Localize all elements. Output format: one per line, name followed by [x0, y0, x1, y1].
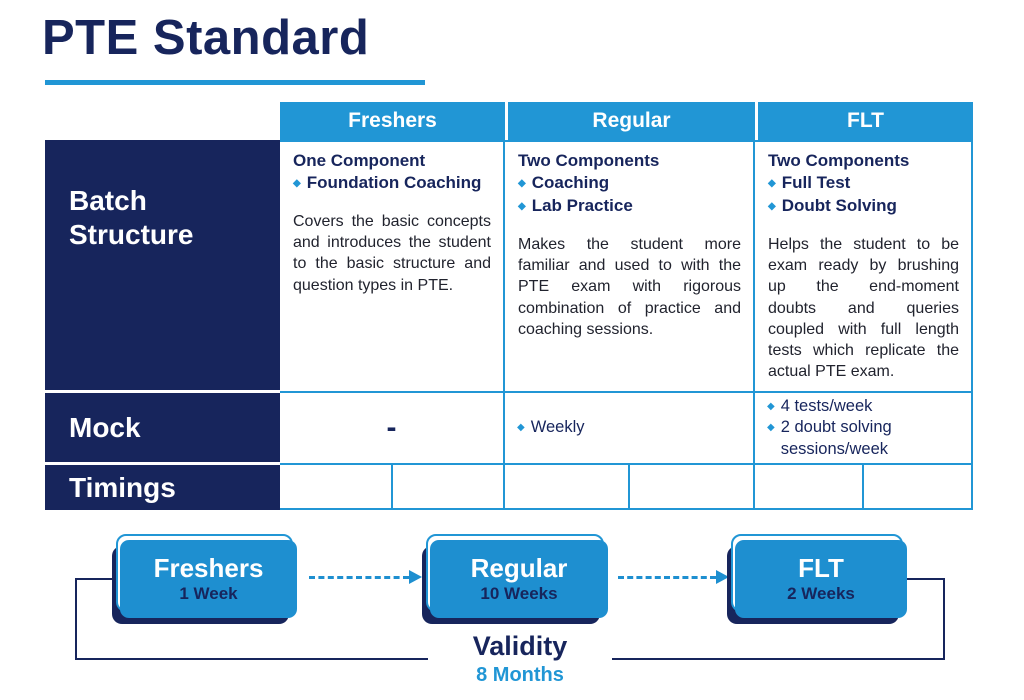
stage-duration: 2 Weeks — [787, 583, 855, 603]
validity-value: 8 Months — [476, 663, 564, 686]
bullet-text: Foundation Coaching — [306, 173, 482, 192]
bracket-stub-right — [902, 578, 945, 580]
header-spacer — [45, 102, 280, 140]
bullet-diamond-icon: ◆ — [768, 178, 776, 189]
bullet-item: ◆ Coaching — [518, 172, 741, 195]
stage-card: FLT 2 Weeks — [735, 540, 907, 618]
row-label-batch-structure: Batch Structure — [45, 140, 280, 393]
batch-cell-flt: Two Components ◆ Full Test ◆ Doubt Solvi… — [755, 140, 973, 393]
timings-slot — [280, 465, 393, 508]
bullet-diamond-icon: ◆ — [518, 178, 526, 189]
bullet-item: ◆ Full Test — [768, 172, 959, 195]
bullet-text: Doubt Solving — [781, 195, 897, 215]
batch-description: Helps the student to be exam ready by br… — [768, 235, 959, 381]
batch-cell-regular: Two Components ◆ Coaching ◆ Lab Practice… — [505, 140, 755, 393]
timings-cell-freshers — [280, 465, 505, 510]
row-label-mock: Mock — [45, 393, 280, 465]
stage-duration: 1 Week — [179, 583, 238, 603]
batch-cell-freshers: One Component ◆ Foundation Coaching Cove… — [280, 140, 505, 393]
mock-cell-flt: ◆ 4 tests/week ◆ 2 doubt solving session… — [755, 393, 973, 465]
timings-slot — [630, 465, 753, 508]
flow-arrow-head-icon — [409, 570, 422, 584]
timings-slot — [505, 465, 630, 508]
flow-arrow-line — [309, 576, 409, 579]
stage-title: Regular — [470, 553, 568, 584]
bullet-text: 4 tests/week — [780, 396, 873, 415]
stage-title: Freshers — [153, 553, 264, 584]
title-underline — [45, 80, 425, 85]
stage-title: FLT — [798, 553, 844, 584]
flow-arrow-head-icon — [716, 570, 729, 584]
timings-slot — [864, 465, 971, 508]
bullet-item: ◆ Weekly — [517, 417, 741, 438]
bullet-diamond-icon: ◆ — [518, 200, 526, 212]
flow-stage-regular: Regular 10 Weeks — [422, 534, 608, 624]
timings-cell-regular — [505, 465, 755, 510]
bullet-item: ◆ 4 tests/week — [767, 396, 959, 417]
bullet-item: ◆ 2 doubt solving sessions/week — [767, 417, 959, 460]
flow-stage-flt: FLT 2 Weeks — [727, 534, 907, 624]
batch-description: Covers the basic concepts and introduces… — [293, 212, 491, 294]
column-header-freshers: Freshers — [280, 102, 505, 140]
bullet-item: ◆ Foundation Coaching — [293, 172, 491, 195]
bullet-diamond-icon: ◆ — [767, 400, 775, 412]
bullet-text: Coaching — [531, 173, 610, 192]
flow-arrow-line — [618, 576, 716, 579]
component-heading: Two Components — [768, 151, 910, 170]
bullet-diamond-icon: ◆ — [517, 422, 525, 434]
batch-structure-table: Freshers Regular FLT Batch Structure One… — [45, 102, 973, 510]
bullet-item: ◆ Doubt Solving — [768, 195, 959, 218]
row-label-timings: Timings — [45, 465, 280, 510]
bullet-item: ◆ Lab Practice — [518, 195, 741, 218]
flow-stage-freshers: Freshers 1 Week — [112, 534, 297, 624]
timings-slot — [393, 465, 504, 508]
bullet-diamond-icon: ◆ — [767, 422, 775, 434]
stage-card: Regular 10 Weeks — [430, 540, 608, 618]
bullet-text: Lab Practice — [531, 195, 633, 215]
batch-description: Makes the student more familiar and used… — [518, 235, 741, 338]
timings-slot — [755, 465, 864, 508]
column-header-regular: Regular — [505, 102, 755, 140]
stage-duration: 10 Weeks — [480, 583, 558, 603]
page-title: PTE Standard — [42, 11, 370, 65]
bullet-text: Weekly — [530, 418, 585, 437]
mock-cell-freshers: - — [280, 393, 505, 465]
bullet-text: Full Test — [781, 173, 851, 192]
validity-block: Validity 8 Months — [428, 630, 612, 691]
bullet-diamond-icon: ◆ — [293, 178, 301, 189]
bullet-diamond-icon: ◆ — [768, 200, 776, 212]
bracket-stub-left — [75, 578, 121, 580]
mock-cell-regular: ◆ Weekly — [505, 393, 755, 465]
bullet-text: 2 doubt solving sessions/week — [780, 418, 892, 458]
timings-cell-flt — [755, 465, 973, 510]
stage-card: Freshers 1 Week — [120, 540, 297, 618]
validity-label: Validity — [472, 631, 568, 661]
column-header-flt: FLT — [755, 102, 973, 140]
component-heading: One Component — [293, 151, 426, 170]
component-heading: Two Components — [518, 151, 660, 170]
